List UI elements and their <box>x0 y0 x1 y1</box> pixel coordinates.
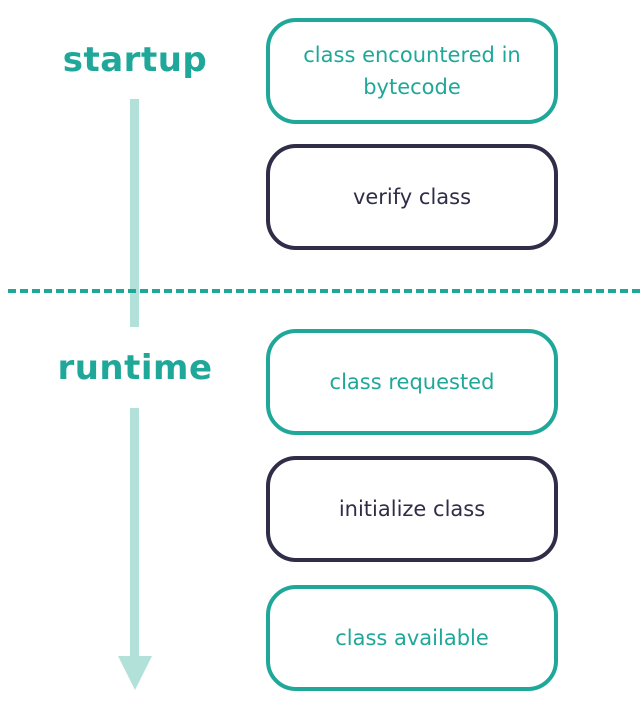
step-class-available: class available <box>266 585 558 691</box>
phase-divider <box>8 289 640 293</box>
step-class-encountered: class encountered in bytecode <box>266 18 558 124</box>
step-verify-class: verify class <box>266 144 558 250</box>
timeline-arrow-shaft-upper <box>130 99 139 327</box>
step-initialize-class: initialize class <box>266 456 558 562</box>
timeline-arrow-head-icon <box>118 656 152 690</box>
timeline-arrow-shaft-lower <box>130 408 139 658</box>
startup-phase-label: startup <box>62 40 208 80</box>
step-class-requested: class requested <box>266 329 558 435</box>
runtime-phase-label: runtime <box>57 348 213 388</box>
